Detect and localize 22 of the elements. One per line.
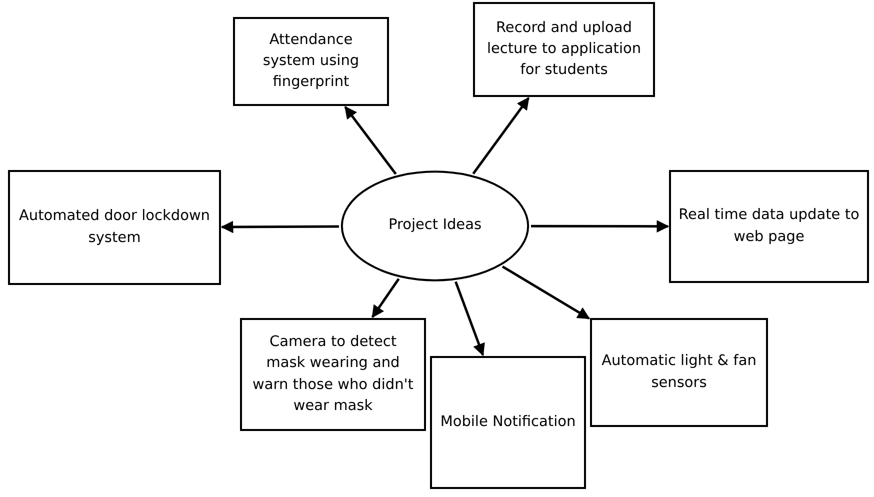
- idea-box: [233, 17, 389, 106]
- arrow: [220, 220, 339, 234]
- node-label: Automated door lockdown system: [18, 207, 211, 248]
- idea-box: [473, 2, 655, 97]
- arrow: [371, 278, 400, 318]
- idea-box: [240, 318, 426, 431]
- node-label: Project Ideas: [388, 216, 482, 236]
- arrow: [531, 220, 670, 233]
- arrow: [344, 106, 397, 175]
- node-label: Real time data update to web page: [678, 206, 860, 246]
- node-label: Record and upload lecture to application for students: [486, 18, 642, 80]
- node-label: Camera to detect mask wearing and warn those who didn't wear mask: [252, 333, 414, 416]
- idea-box: [590, 318, 768, 427]
- arrow: [502, 265, 590, 320]
- node-label: Attendance system using fingerprint: [262, 30, 360, 92]
- idea-box: [8, 170, 221, 285]
- idea-box: [430, 356, 586, 489]
- node-label: Automatic light & fan sensors: [600, 352, 758, 392]
- arrow: [454, 281, 485, 356]
- node-label: Mobile Notification: [440, 412, 576, 432]
- idea-box: [669, 170, 869, 283]
- arrow: [472, 97, 530, 174]
